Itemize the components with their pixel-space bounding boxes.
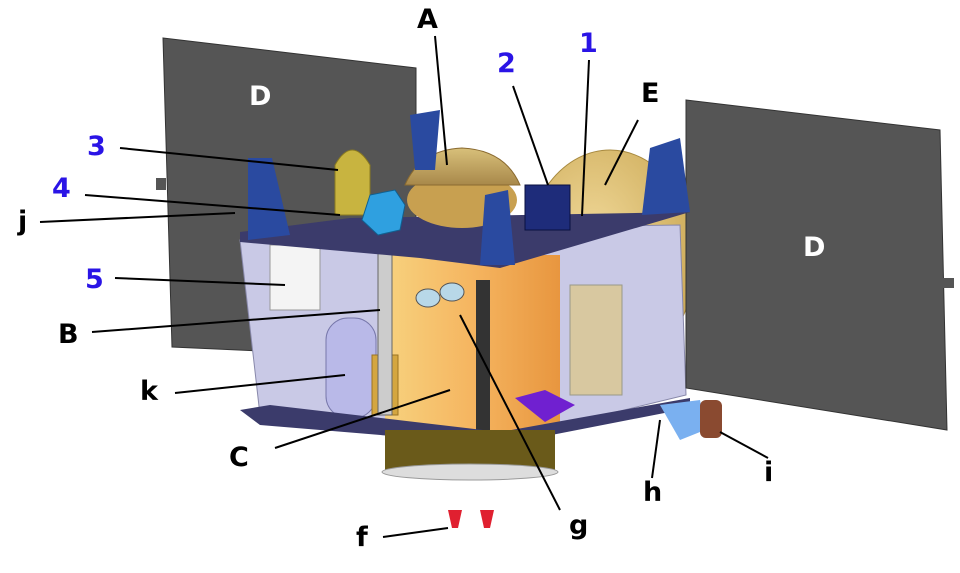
cylinder-strut <box>476 280 490 430</box>
label-1: 1 <box>579 28 598 59</box>
label-A: A <box>417 4 438 35</box>
label-C: C <box>229 442 249 473</box>
bracket-right <box>642 138 690 215</box>
label-D-left: D <box>249 81 271 112</box>
label-2: 2 <box>497 48 516 79</box>
label-j: j <box>17 206 27 237</box>
label-D-right: D <box>803 232 825 263</box>
label-3: 3 <box>87 131 106 162</box>
octagon-instrument <box>361 189 406 236</box>
label-5: 5 <box>85 264 104 295</box>
thruster-nozzle-2 <box>480 510 494 528</box>
sensor-h <box>660 400 705 440</box>
right-panel-boom <box>940 278 954 288</box>
leader-lines <box>39 35 769 538</box>
label-h: h <box>643 477 662 508</box>
right-solar-panel <box>685 99 948 431</box>
bracket-center-left <box>410 110 440 170</box>
sensor-i <box>700 400 722 438</box>
thruster-nozzle-1 <box>448 510 462 528</box>
white-instrument <box>269 244 321 311</box>
label-4: 4 <box>52 173 71 204</box>
vertical-tube <box>377 239 393 416</box>
camera-lens-2 <box>439 282 465 302</box>
top-deck <box>240 212 690 268</box>
camera-lens-1 <box>415 288 441 308</box>
bracket-center <box>480 190 515 265</box>
label-i: i <box>764 457 773 488</box>
bracket-left <box>248 158 290 240</box>
lidar-instrument <box>334 149 371 216</box>
bottom-ring-rim <box>381 463 559 481</box>
label-k: k <box>140 376 159 407</box>
electronics-board <box>569 284 623 396</box>
label-E: E <box>641 78 659 109</box>
left-panel-boom <box>156 178 166 190</box>
label-g: g <box>569 510 588 541</box>
bottom-ring <box>385 430 555 470</box>
cube-instrument <box>524 184 571 231</box>
purple-thruster <box>515 390 575 422</box>
label-B: B <box>58 319 79 350</box>
propellant-tank <box>325 317 377 419</box>
label-f: f <box>356 522 368 553</box>
